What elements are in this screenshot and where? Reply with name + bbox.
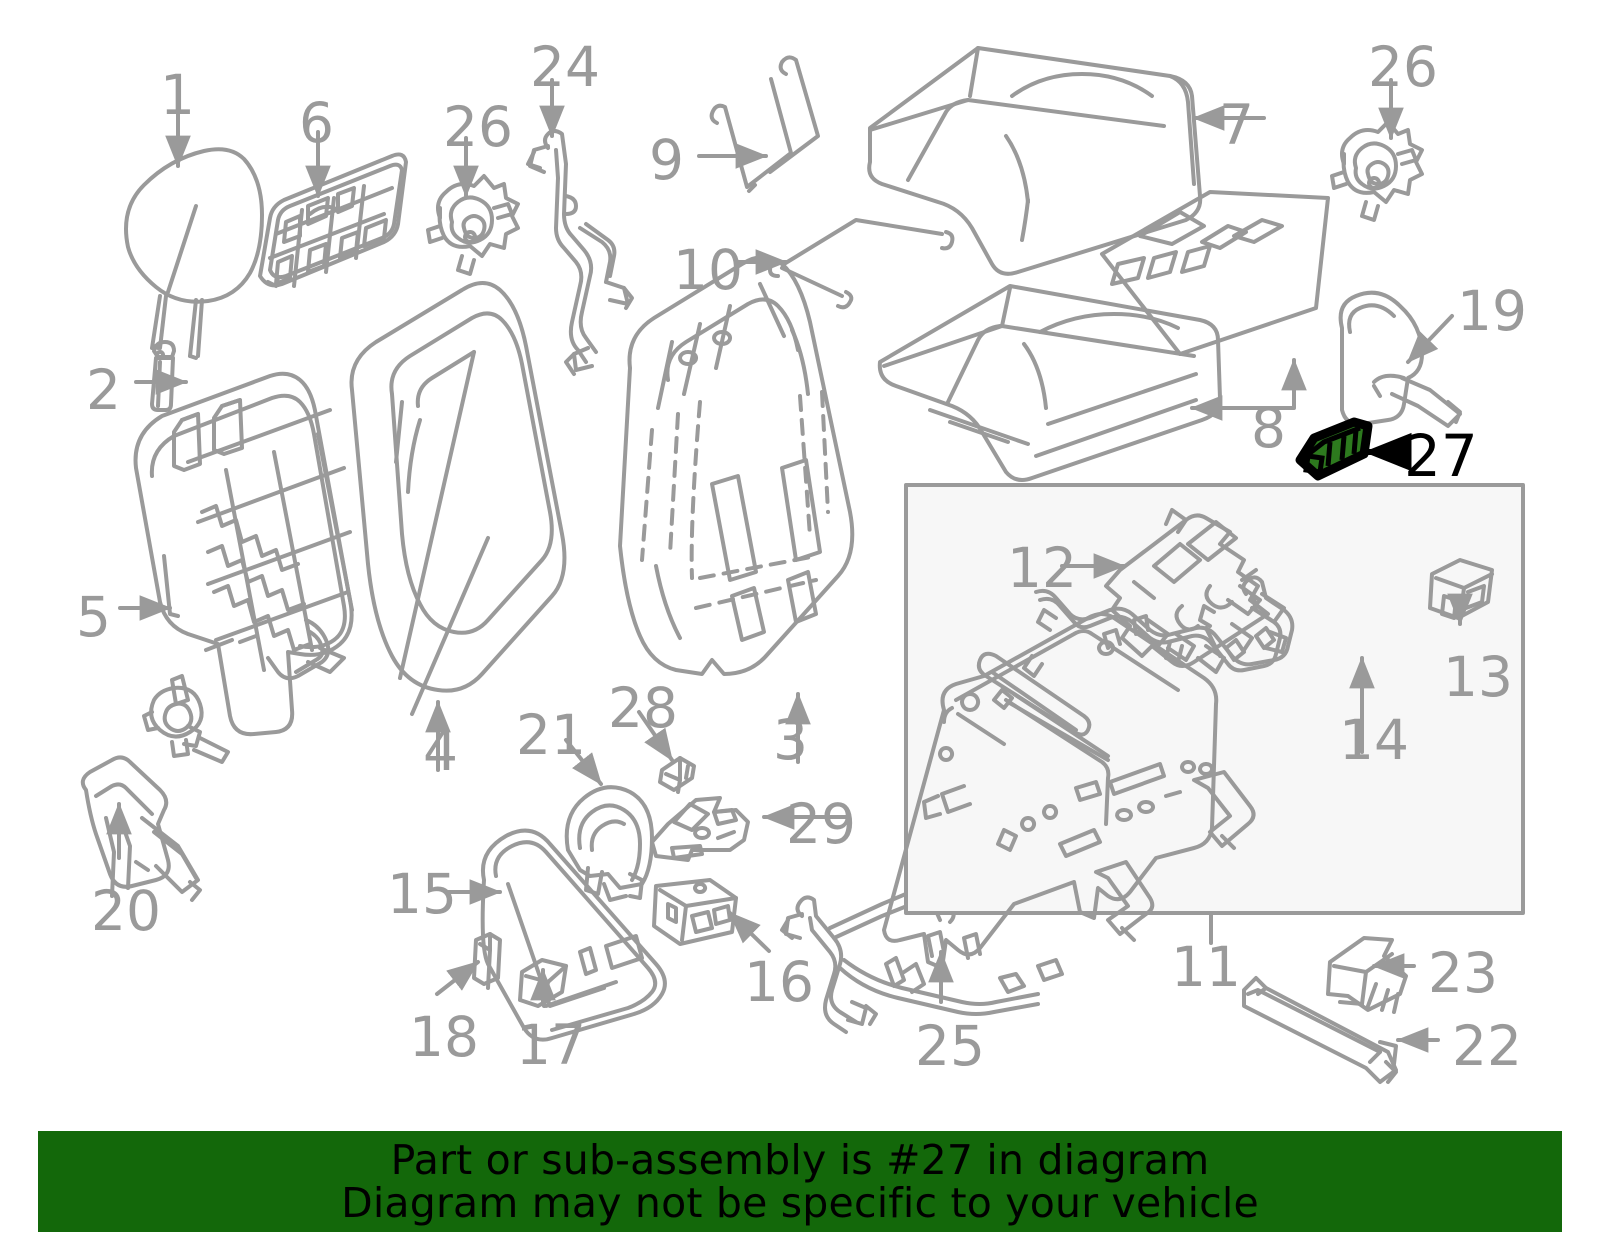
callout-label-11: 11 [1171,935,1241,999]
part-23-track-end-cap [1326,936,1408,1014]
part-19-seat-inner-shield [1338,290,1462,428]
callout-label-22: 22 [1452,1014,1522,1078]
callout-label-18: 18 [409,1005,479,1069]
part-4-seat-back-pad [349,281,567,716]
callout-label-21: 21 [516,703,586,767]
part-3-seat-back-cover [618,255,855,676]
callout-label-24: 24 [530,35,600,99]
part-22-track-rail-trim [1242,976,1398,1084]
callout-label-20: 20 [91,879,161,943]
callout-label-26-right: 26 [1368,35,1438,99]
part-29-seat-mounting-bracket [650,796,750,862]
part-14-track-harness [992,575,1295,710]
callout-label-14: 14 [1339,708,1409,772]
banner-line-2: Diagram may not be specific to your vehi… [341,1178,1259,1227]
callout-label-15: 15 [387,862,457,926]
part-6-headrest-inner-trim [258,152,408,288]
seat-track-assembly [882,612,1256,970]
part-21-recliner-handle-bezel [564,785,654,902]
callout-label-27-highlighted: 27 [1404,422,1478,490]
callout-label-8: 8 [1251,396,1286,460]
part-8-seat-heater-mat [1100,190,1330,356]
banner-line-1: Part or sub-assembly is #27 in diagram [390,1136,1210,1185]
part-28-retainer-clip [658,756,696,794]
callout-label-29: 29 [786,792,856,856]
part-16-power-seat-switch [652,878,738,946]
part-10-seat-cushion-rod [768,218,955,310]
part-9-seat-back-wire-hook [709,55,820,193]
callout-label-2: 2 [86,358,121,422]
callout-label-7: 7 [1219,93,1254,157]
callout-label-6: 6 [299,91,334,155]
callout-label-3: 3 [773,708,808,772]
callout-label-13: 13 [1443,645,1513,709]
callout-label-17: 17 [516,1013,586,1077]
callout-label-25: 25 [915,1014,985,1078]
highlight-banner: Part or sub-assembly is #27 in diagram D… [38,1131,1562,1232]
part-1-headrest [124,147,264,360]
callout-label-4: 4 [423,719,458,783]
part-26-recliner-motor-left [426,174,520,276]
callout-label-10: 10 [673,238,743,302]
part-2-headrest-guide [150,340,176,412]
callout-label-16: 16 [744,950,814,1014]
part-7-seat-cushion-cover [867,46,1203,276]
callout-label-28: 28 [608,676,678,740]
callout-label-5: 5 [76,585,111,649]
part-24-seat-back-harness [526,129,634,376]
callout-label-23: 23 [1428,941,1498,1005]
part-26-recliner-motor-right [1330,120,1424,222]
callout-label-9: 9 [649,128,684,192]
leader-lines [106,78,1473,1053]
callout-label-26-left: 26 [443,95,513,159]
part-5-seat-back-frame [133,371,354,764]
seat-cushion-pad [877,284,1222,482]
callout-label-12: 12 [1007,536,1077,600]
callout-label-1: 1 [160,63,195,127]
leader-line-8 [1190,358,1307,421]
part-27-seat-bracket-clip-highlighted [1295,417,1373,481]
callout-label-19: 19 [1457,279,1527,343]
